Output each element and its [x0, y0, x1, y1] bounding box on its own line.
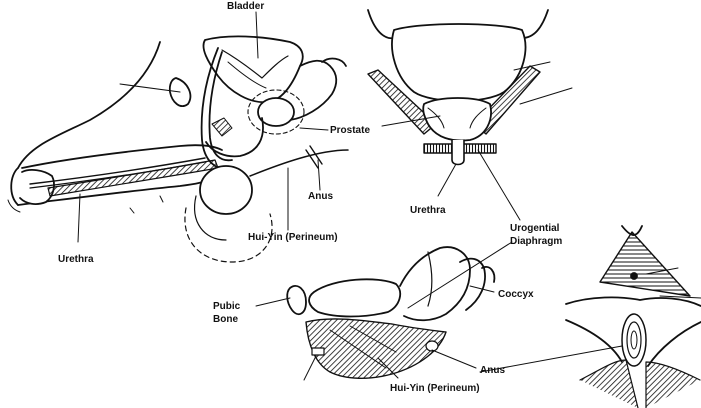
- label-anus-bottom: Anus: [480, 365, 505, 376]
- label-bladder: Bladder: [227, 1, 264, 12]
- label-pubic-line1: Pubic: [213, 301, 241, 312]
- figure-sagittal-pelvis: [7, 11, 349, 263]
- figure-frontal-bladder: [367, 9, 573, 221]
- figure-pelvic-floor: [255, 241, 513, 381]
- label-prostate: Prostate: [330, 125, 370, 136]
- label-urogenital-line2: Diaphragm: [510, 236, 562, 247]
- label-urogenital-line1: Urogential: [510, 223, 560, 234]
- label-anus-top: Anus: [308, 191, 333, 202]
- label-coccyx: Coccyx: [498, 289, 534, 300]
- label-urethra-mid: Urethra: [410, 205, 446, 216]
- label-perineum-top: Hui-Yin (Perineum): [248, 232, 338, 243]
- figure-inferior-view: [479, 225, 701, 408]
- label-perineum-bottom: Hui-Yin (Perineum): [390, 383, 480, 394]
- label-pubic-line2: Bone: [213, 314, 238, 325]
- label-urethra-left: Urethra: [58, 254, 94, 265]
